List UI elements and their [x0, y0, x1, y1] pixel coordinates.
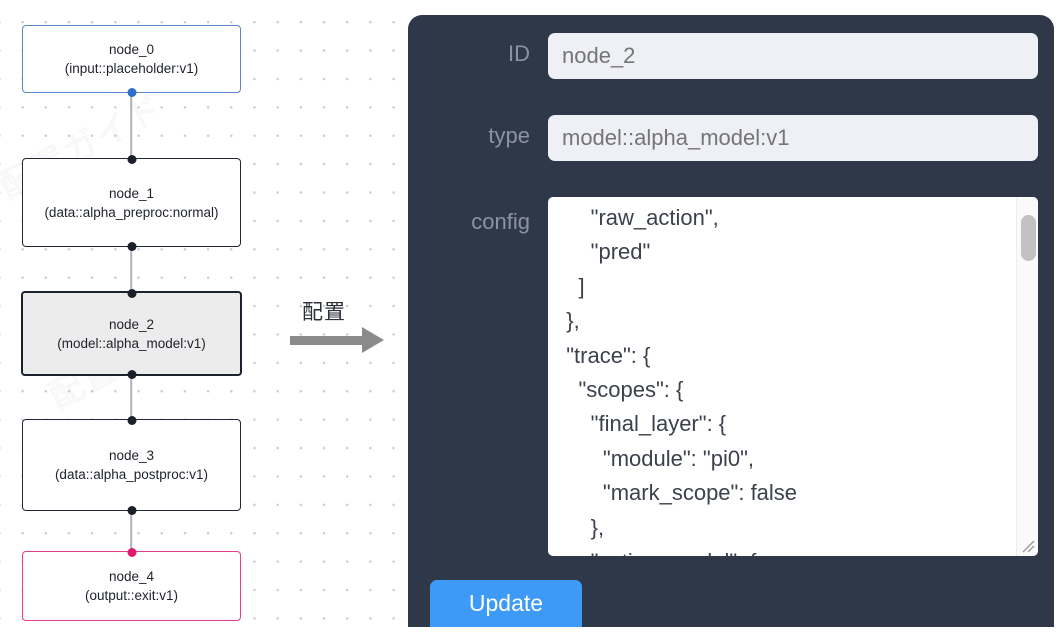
node-label: node_0(input::placeholder:v1) [64, 42, 199, 76]
node-label: node_3(data::alpha_postproc:v1) [54, 448, 209, 482]
graph-node-node_4[interactable]: node_4(output::exit:v1) [22, 547, 241, 621]
id-input[interactable] [548, 33, 1038, 79]
field-row-config: config "raw_action", "pred" ] }, "trace"… [430, 197, 1038, 556]
node-handle-bottom[interactable] [127, 369, 136, 379]
node-label: node_2(model::alpha_model:v1) [57, 316, 206, 351]
node-handle-bottom[interactable] [127, 87, 136, 97]
config-textarea[interactable]: "raw_action", "pred" ] }, "trace": { "sc… [566, 205, 798, 556]
graph-node-node_1[interactable]: node_1(data::alpha_preproc:normal) [22, 154, 241, 251]
update-button[interactable]: Update [430, 580, 582, 627]
config-field-label: config [471, 209, 530, 234]
edge-node0-node1 [130, 92, 132, 158]
field-row-id: ID [430, 33, 1038, 79]
node-handle-top[interactable] [127, 154, 136, 164]
scrollbar-thumb[interactable] [1021, 215, 1036, 261]
node-label: node_1(data::alpha_preproc:normal) [44, 185, 219, 220]
node-handle-top[interactable] [127, 288, 136, 298]
graph-node-node_2[interactable]: node_2(model::alpha_model:v1) [21, 288, 242, 379]
node-inspector-panel: ID type config "raw_action", "pred" ] },… [408, 15, 1054, 627]
right-arrow-icon [362, 327, 384, 353]
vertical-scrollbar[interactable] [1016, 197, 1038, 556]
transition-label: 配置 [302, 300, 346, 324]
node-handle-top[interactable] [127, 415, 136, 425]
edge-node2-node3 [130, 376, 132, 419]
type-field-label: type [488, 123, 530, 148]
node-label: node_4(output::exit:v1) [84, 569, 179, 603]
type-input[interactable] [548, 115, 1038, 161]
node-handle-bottom[interactable] [127, 505, 136, 515]
right-arrow-icon [290, 336, 364, 345]
edge-node1-node2 [130, 247, 132, 291]
node-handle-top[interactable] [127, 547, 136, 557]
edge-node3-node4 [130, 511, 132, 551]
graph-node-node_3[interactable]: node_3(data::alpha_postproc:v1) [22, 415, 241, 515]
field-row-type: type [430, 115, 1038, 161]
canvas-bottom-strip [0, 627, 1062, 643]
id-field-label: ID [508, 41, 530, 66]
transition-annotation: 配置 [290, 296, 400, 362]
config-editor[interactable]: "raw_action", "pred" ] }, "trace": { "sc… [548, 197, 1038, 556]
graph-node-node_0[interactable]: node_0(input::placeholder:v1) [22, 25, 241, 97]
node-handle-bottom[interactable] [127, 241, 136, 251]
